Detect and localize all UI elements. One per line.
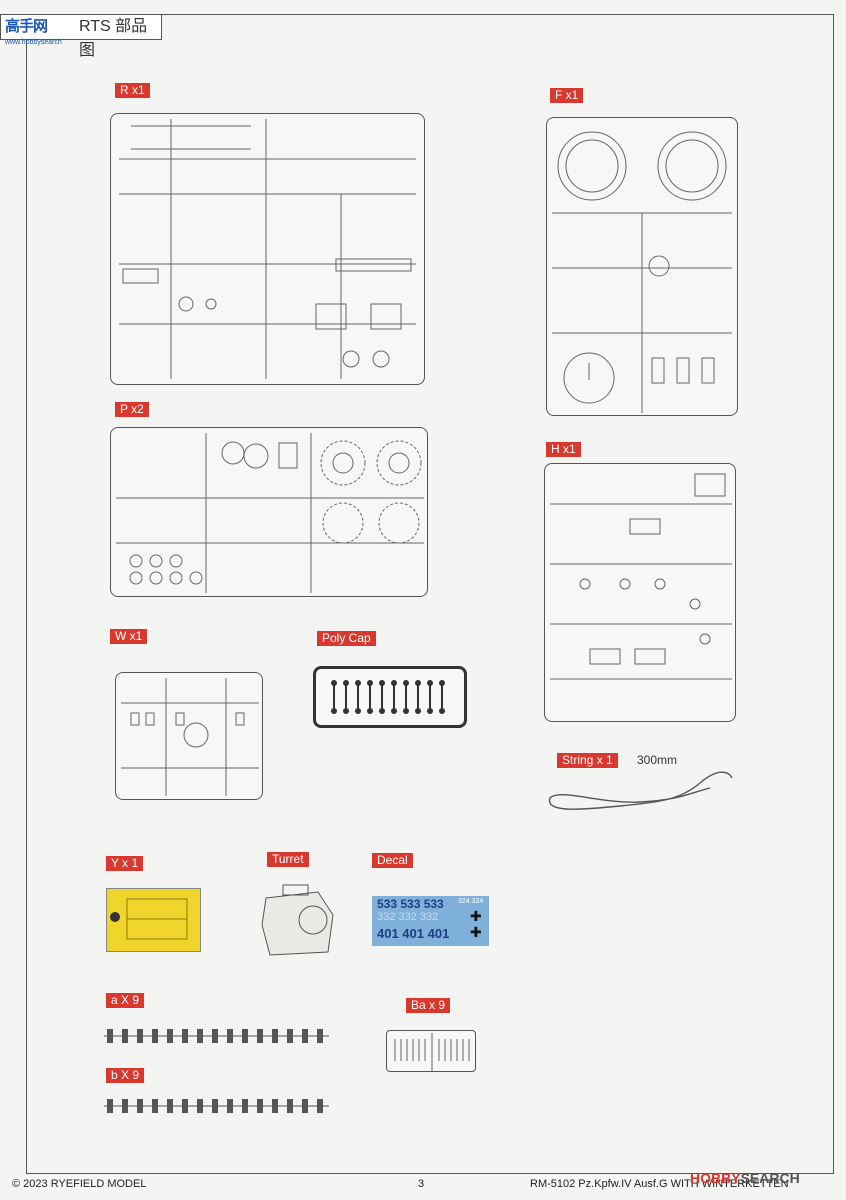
string-drawing [548,771,733,810]
sprue-label-b: b X 9 [106,1068,145,1083]
sprue-label-turret: Turret [267,852,309,867]
sprue-label-ba: Ba x 9 [406,998,451,1013]
sprue-h-drawing [550,473,732,680]
sprue-label-a: a X 9 [106,993,145,1008]
sprue-r-diagram [110,113,425,385]
sprue-label-string: String x 1 [557,753,618,768]
sprue-label-f: F x1 [550,88,584,103]
string-length: 300mm [637,753,678,767]
balkenkreuz-icon: ✚ [470,908,482,924]
string-label-name: String [562,753,594,767]
sprue-label-w: W x1 [110,629,148,644]
page-title: RTS 部品图 [79,18,148,59]
decal-row-401: 401 401 401 [377,926,450,941]
sprue-label-r: R x1 [115,83,150,98]
decal-row-332: 332 332 332 [377,911,439,923]
sprue-r-drawing [119,119,416,379]
string-label-count: x 1 [596,753,613,767]
sprue-f-drawing [552,131,732,413]
sprue-label-h: H x1 [546,442,581,457]
site-logo: 高手网 [5,18,48,35]
sprue-label-decal: Decal [372,853,413,868]
balkenkreuz-icon-2: ✚ [470,924,482,940]
sprue-label-y: Y x 1 [106,856,144,871]
hobbysearch-watermark: HOBBYSEARCH [690,1170,800,1186]
track-a-drawing [104,1029,329,1043]
turret-drawing [261,884,334,956]
site-logo-sub: www.hobbysearch [5,39,62,46]
sprue-w-drawing [121,678,259,796]
track-b-drawing [104,1099,329,1113]
decal-row-533: 533 533 533 [377,897,444,911]
sprue-label-polycap: Poly Cap [317,631,376,646]
footer-page-number: 3 [418,1178,425,1190]
page-frame [26,14,834,1174]
watermark-a: HOBBY [690,1170,741,1186]
footer-model: RM-5102 Pz.Kpfw.IV Ausf.G WITH WINTERKET… [530,1178,789,1190]
watermark-b: SEARCH [740,1170,800,1186]
sprue-ba-diagram [386,1030,476,1072]
sprue-f-diagram [546,117,738,416]
sprue-p-diagram [110,427,428,597]
decal-sheet: 533 533 533 332 332 332 401 401 401 324 … [372,896,489,946]
sprue-label-p: P x2 [115,402,149,417]
sprue-p-drawing [116,433,424,593]
sprue-ba-drawing [394,1033,470,1071]
photo-etch-sheet [106,888,201,952]
polycap-drawing [331,680,445,714]
photo-etch-drawing [110,898,188,940]
footer-copyright: © 2023 RYEFIELD MODEL [12,1178,147,1190]
sprue-h-diagram [544,463,736,722]
polycap-sprue-diagram [313,666,467,728]
sprue-w-diagram [115,672,263,800]
section-header: 高手网 www.hobbysearch RTS 部品图 [0,14,162,59]
decal-extra: 324 324 [458,898,484,905]
